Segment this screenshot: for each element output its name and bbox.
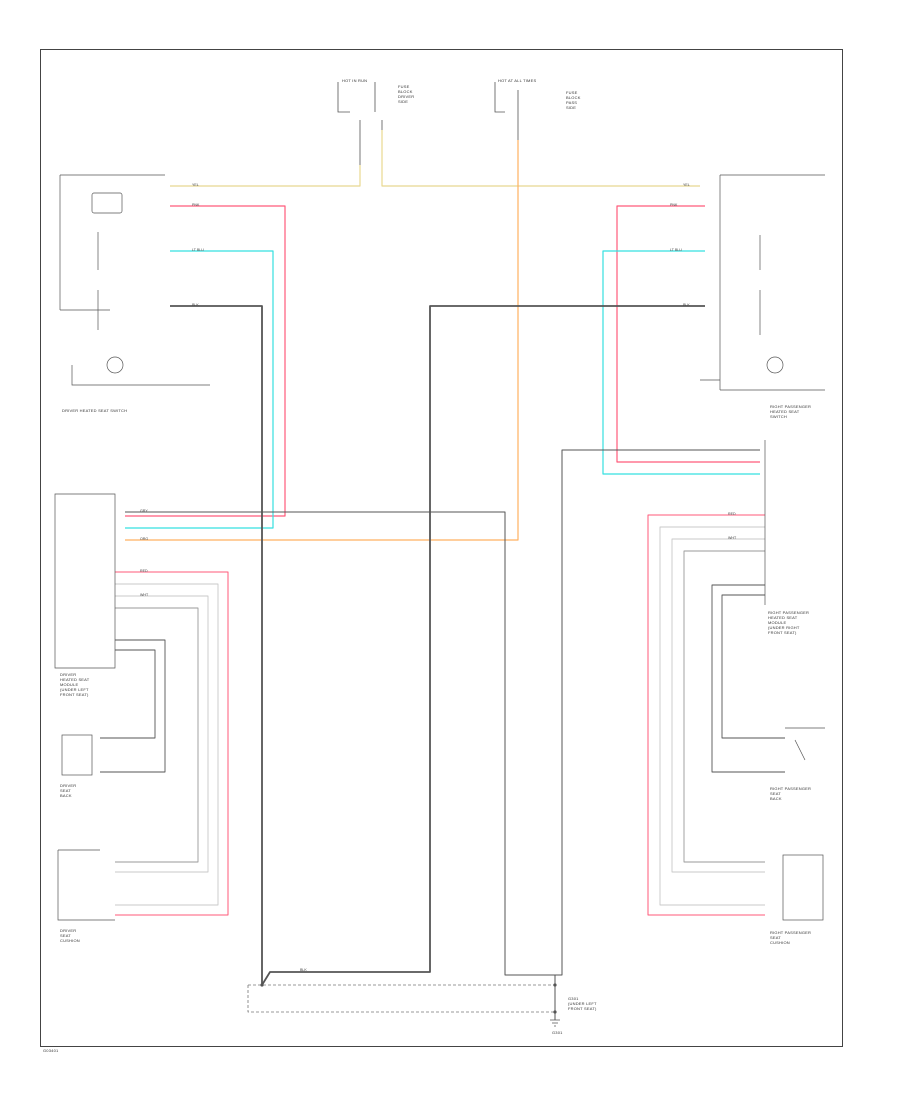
pass-switch-lamp-icon bbox=[766, 356, 784, 374]
figure-id: G03401 bbox=[43, 1048, 59, 1053]
wire-driver-back-b bbox=[100, 649, 156, 739]
wire-gray-pass-seat-a bbox=[659, 526, 765, 906]
wire-red-pass bbox=[616, 205, 760, 463]
code-wht-driver: WHT bbox=[140, 593, 149, 597]
wire-gray-driver-seat-a bbox=[115, 583, 219, 906]
driver-heated-seat-switch-label: DRIVER HEATED SEAT SWITCH bbox=[62, 408, 128, 413]
code-ltblu-left: LT BLU bbox=[192, 248, 204, 252]
wire-pass-back-b bbox=[721, 594, 785, 739]
ground-ref-label: G301 bbox=[552, 1030, 563, 1035]
wire-red-driver-seat bbox=[115, 571, 229, 916]
code-yel-left: YEL bbox=[192, 183, 199, 187]
wire-black-pass bbox=[261, 305, 705, 986]
diagram-frame bbox=[40, 49, 843, 1047]
code-blk-right: BLK bbox=[683, 303, 690, 307]
wire-driver-back-a bbox=[100, 639, 166, 773]
code-pnk-left: PNK bbox=[192, 203, 200, 207]
wire-cyan-driver bbox=[125, 250, 274, 529]
code-org: ORG bbox=[140, 537, 149, 541]
pass-seat-cushion-heater bbox=[782, 854, 824, 921]
wire-black-driver bbox=[170, 305, 263, 985]
wire-black-pass-module bbox=[125, 449, 760, 976]
wire-gray-pass-seat-b bbox=[671, 538, 765, 873]
ground-bus bbox=[247, 984, 555, 1013]
driver-seat-cushion-heater bbox=[57, 849, 115, 921]
ground-symbol-icon bbox=[550, 1019, 560, 1027]
pass-switch-box bbox=[719, 174, 825, 391]
fuse-right-lines: FUSE BLOCK PASS SIDE bbox=[566, 90, 581, 110]
driver-seat-back-label: DRIVER SEAT BACK bbox=[60, 783, 77, 798]
fuse-left-title: HOT IN RUN bbox=[342, 78, 368, 83]
pass-module-label: RIGHT PASSENGER HEATED SEAT MODULE (UNDE… bbox=[768, 610, 810, 635]
code-blk-ground: BLK bbox=[300, 968, 307, 972]
driver-switch-lamp-icon bbox=[106, 356, 124, 374]
code-yel-right: YEL bbox=[683, 183, 690, 187]
code-blk-left: BLK bbox=[192, 303, 199, 307]
wire-red-pass-seat bbox=[647, 514, 765, 916]
pass-seat-cushion-label: RIGHT PASSENGER SEAT CUSHION bbox=[770, 930, 812, 945]
pass-seat-back-label: RIGHT PASSENGER SEAT BACK bbox=[770, 786, 812, 801]
code-wht-pass: WHT bbox=[728, 536, 737, 540]
driver-module-box bbox=[54, 493, 116, 669]
wire-orange bbox=[125, 140, 519, 541]
driver-module-label: DRIVER HEATED SEAT MODULE (UNDER LEFT FR… bbox=[60, 672, 90, 697]
wire-yellow-right bbox=[381, 130, 700, 187]
driver-seat-cushion-label: DRIVER SEAT CUSHION bbox=[60, 928, 80, 943]
fuse-block-left-symbol bbox=[337, 82, 383, 165]
driver-seat-back-heater bbox=[61, 734, 93, 776]
code-red-driver: RED bbox=[140, 569, 148, 573]
code-ltblu-right: LT BLU bbox=[670, 248, 682, 252]
driver-switch-box bbox=[59, 174, 165, 311]
wire-cyan-pass bbox=[602, 250, 760, 475]
fuse-right-title: HOT AT ALL TIMES bbox=[498, 78, 537, 83]
pass-heated-seat-switch-label: RIGHT PASSENGER HEATED SEAT SWITCH bbox=[770, 404, 812, 419]
wire-gray-driver-seat-b bbox=[115, 595, 209, 873]
wire-gray-driver-seat-c bbox=[115, 607, 199, 863]
ground-junction-label: G301 (UNDER LEFT FRONT SEAT) bbox=[568, 996, 597, 1011]
wire-pass-back-a bbox=[711, 584, 785, 773]
code-red-pass: RED bbox=[728, 512, 736, 516]
wire-gray-pass-seat-c bbox=[683, 550, 765, 863]
pass-seat-back-heater bbox=[785, 727, 825, 761]
code-pnk-right: PNK bbox=[670, 203, 678, 207]
fuse-block-right-symbol bbox=[494, 82, 519, 140]
wire-yellow-left bbox=[170, 165, 361, 187]
fuse-left-lines: FUSE BLOCK DRIVER SIDE bbox=[398, 84, 415, 104]
wire-red-driver bbox=[125, 205, 286, 517]
code-gry-driver: GRY bbox=[140, 509, 148, 513]
